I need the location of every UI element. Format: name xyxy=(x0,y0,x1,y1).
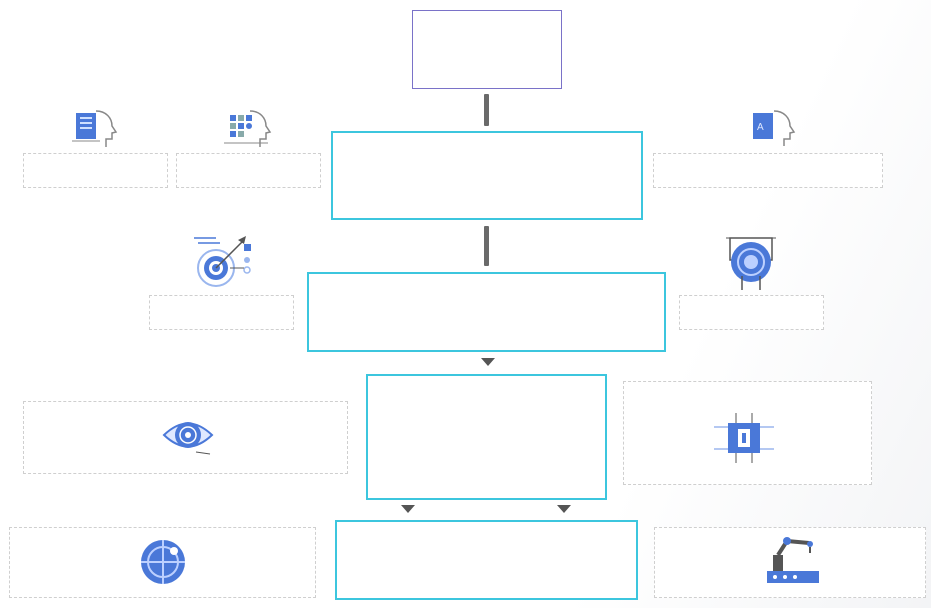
side-box-target xyxy=(149,295,294,330)
connector-top-to-level-2 xyxy=(484,94,489,126)
cpu-chip-icon xyxy=(714,413,774,463)
head-circuit-icon xyxy=(224,110,272,147)
side-box-head-translate xyxy=(653,153,883,188)
side-box-head-circuit xyxy=(176,153,321,188)
fingerprint-chip-icon xyxy=(726,237,776,290)
side-box-fingerprint xyxy=(679,295,824,330)
head-document-icon xyxy=(72,110,118,147)
eye-vision-icon xyxy=(162,422,214,455)
arrow-level-4-to-bottom-right xyxy=(557,505,571,513)
head-translate-icon: A xyxy=(753,110,796,146)
arrow-level-4-to-bottom-left xyxy=(401,505,415,513)
robot-globe-icon xyxy=(141,540,185,584)
top-node xyxy=(412,10,562,89)
arrow-level-3-to-level-4 xyxy=(481,358,495,366)
connector-level-2-to-level-3 xyxy=(484,226,489,266)
svg-text:A: A xyxy=(757,122,764,133)
bottom-node xyxy=(335,520,638,600)
side-box-head-document xyxy=(23,153,168,188)
level-3-node xyxy=(307,272,666,352)
level-2-node xyxy=(331,131,643,220)
robotic-arm-icon xyxy=(767,537,819,583)
target-gear-icon xyxy=(194,236,251,287)
level-4-node xyxy=(366,374,607,500)
